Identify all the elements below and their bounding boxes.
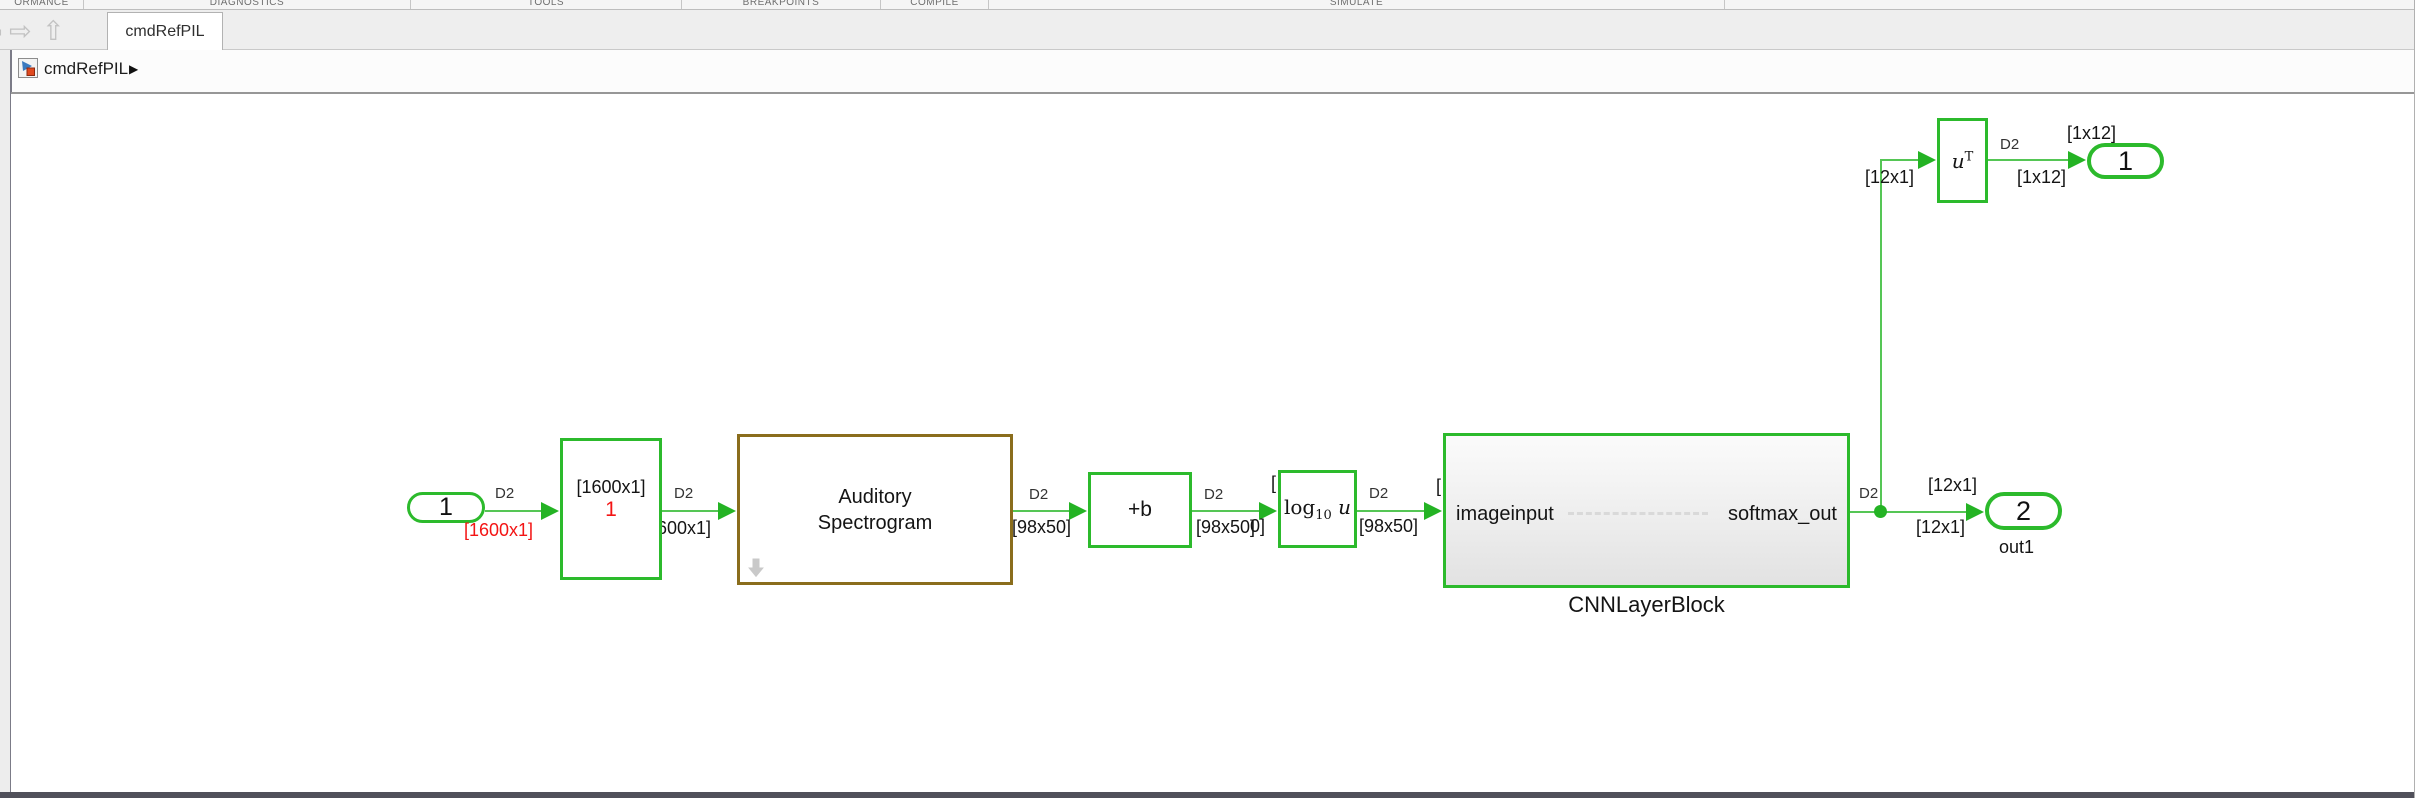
port-number: 2 <box>2015 495 2032 526</box>
ribbon-section-compile: COMPILE <box>881 0 989 9</box>
signal-arrow-icon <box>1259 502 1277 520</box>
ribbon-section-performance: ORMANCE <box>0 0 84 9</box>
auditory-spectrogram-block[interactable]: Auditory Spectrogram <box>737 434 1013 585</box>
signal-label-d2: D2 <box>2000 136 2020 153</box>
transpose-block[interactable]: uT <box>1937 118 1988 203</box>
signal-arrow-icon <box>1424 502 1442 520</box>
ribbon-section-label: ORMANCE <box>14 0 69 8</box>
breadcrumb-model-name[interactable]: cmdRefPIL <box>44 59 129 78</box>
block-label: uT <box>1951 148 1974 173</box>
signal-wire[interactable] <box>662 510 720 512</box>
bias-block[interactable]: +b <box>1088 472 1192 548</box>
ribbon-section-label: SIMULATE <box>1329 0 1384 8</box>
branch-dot <box>1874 505 1887 518</box>
signal-dim-label: [1x12] <box>2017 167 2067 187</box>
signal-arrow-icon <box>1918 151 1936 169</box>
outport-name-label: out1 <box>1999 537 2035 557</box>
signal-label-d2: D2 <box>1029 486 1049 503</box>
signal-arrow-icon <box>541 502 559 520</box>
signal-wire[interactable] <box>485 510 543 512</box>
ribbon-section-breakpoints: BREAKPOINTS <box>682 0 881 9</box>
nav-up-icon[interactable]: ⇧ <box>42 16 65 47</box>
block-label: log10 u <box>1283 495 1352 523</box>
ribbon-section-simulate: SIMULATE <box>989 0 1725 9</box>
down-arrow-icon <box>746 557 766 579</box>
port-number: 1 <box>439 493 453 521</box>
outport-2[interactable]: 2 <box>1985 492 2062 530</box>
signal-label-d2: D2 <box>1369 485 1389 502</box>
tab-cmdrefpil[interactable]: cmdRefPIL <box>107 12 223 50</box>
signal-wire[interactable] <box>1013 510 1071 512</box>
signal-label-d2: D2 <box>674 485 694 502</box>
hidden-connection-dashes <box>1568 512 1708 515</box>
reshape-port-number: 1 <box>605 498 617 521</box>
breadcrumb-bar: cmdRefPIL ▶ <box>11 49 2414 92</box>
tab-label: cmdRefPIL <box>125 22 205 40</box>
cnn-output-port-label: softmax_out <box>1728 503 1837 525</box>
cnn-block-name-label: CNNLayerBlock <box>1568 592 1725 617</box>
signal-wire[interactable] <box>1988 159 2070 161</box>
signal-dim-label-clipped: 0] <box>1250 516 1266 536</box>
signal-wire[interactable] <box>1357 510 1426 512</box>
ribbon-section-label: COMPILE <box>910 0 959 8</box>
signal-label-d2: D2 <box>495 485 515 502</box>
signal-dim-label: [12x1] <box>1865 167 1915 187</box>
signal-dim-label: [1x12] <box>2067 123 2117 143</box>
signal-label-d2: D2 <box>1859 485 1879 502</box>
tab-bar: ⇦ ⇨ ⇧ cmdRefPIL <box>0 10 2414 50</box>
signal-wire[interactable] <box>1850 511 1968 513</box>
block-label: Spectrogram <box>817 511 933 534</box>
signal-wire[interactable] <box>1192 510 1261 512</box>
nav-forward-icon[interactable]: ⇨ <box>9 16 32 47</box>
signal-dim-label-clipped: [ <box>1271 473 1277 493</box>
block-label: Auditory <box>838 485 912 508</box>
ribbon-section-label: BREAKPOINTS <box>742 0 820 8</box>
window-bottom-edge <box>0 792 2414 798</box>
ribbon-section-diagnostics: DIAGNOSTICS <box>84 0 411 9</box>
signal-wire[interactable] <box>1881 159 1920 161</box>
signal-dim-label: [12x1] <box>1916 517 1966 537</box>
signal-arrow-icon <box>2068 151 2086 169</box>
signal-arrow-icon <box>1966 503 1984 521</box>
reshape-block[interactable]: [1600x1] 1 <box>560 438 662 580</box>
signal-branch-wire[interactable] <box>1880 159 1882 512</box>
signal-dim-label-clipped: [ <box>1436 476 1442 496</box>
model-icon <box>18 58 38 78</box>
ribbon-section-label: TOOLS <box>527 0 565 8</box>
cnn-layer-block[interactable]: imageinput softmax_out <box>1443 433 1850 588</box>
signal-label-d2: D2 <box>1204 486 1224 503</box>
nav-back-icon[interactable]: ⇦ <box>0 19 6 49</box>
signal-dim-label: [98x50] <box>1359 516 1419 536</box>
model-canvas[interactable] <box>11 92 2414 792</box>
outport-1[interactable]: 1 <box>2087 143 2164 179</box>
inport-1[interactable]: 1 <box>407 492 485 523</box>
block-label: +b <box>1128 498 1152 521</box>
breadcrumb-chevron-icon[interactable]: ▶ <box>129 62 139 76</box>
signal-dim-label: [12x1] <box>1928 475 1978 495</box>
cnn-input-port-label: imageinput <box>1456 503 1554 525</box>
signal-dim-label-error: [1600x1] <box>464 520 534 540</box>
signal-dim-label: [98x50] <box>1012 517 1072 537</box>
port-number: 1 <box>2117 145 2134 176</box>
ribbon-section-tools: TOOLS <box>411 0 682 9</box>
ribbon-section-empty <box>1725 0 2414 9</box>
signal-arrow-icon <box>718 502 736 520</box>
log10-block[interactable]: log10 u <box>1278 470 1357 548</box>
signal-arrow-icon <box>1069 502 1087 520</box>
ribbon-section-label: DIAGNOSTICS <box>209 0 285 8</box>
ribbon-section-strip: ORMANCE DIAGNOSTICS TOOLS BREAKPOINTS CO… <box>0 0 2414 10</box>
reshape-dims-text: [1600x1] <box>576 477 646 497</box>
signal-dim-label: [98x50] <box>1196 517 1256 537</box>
